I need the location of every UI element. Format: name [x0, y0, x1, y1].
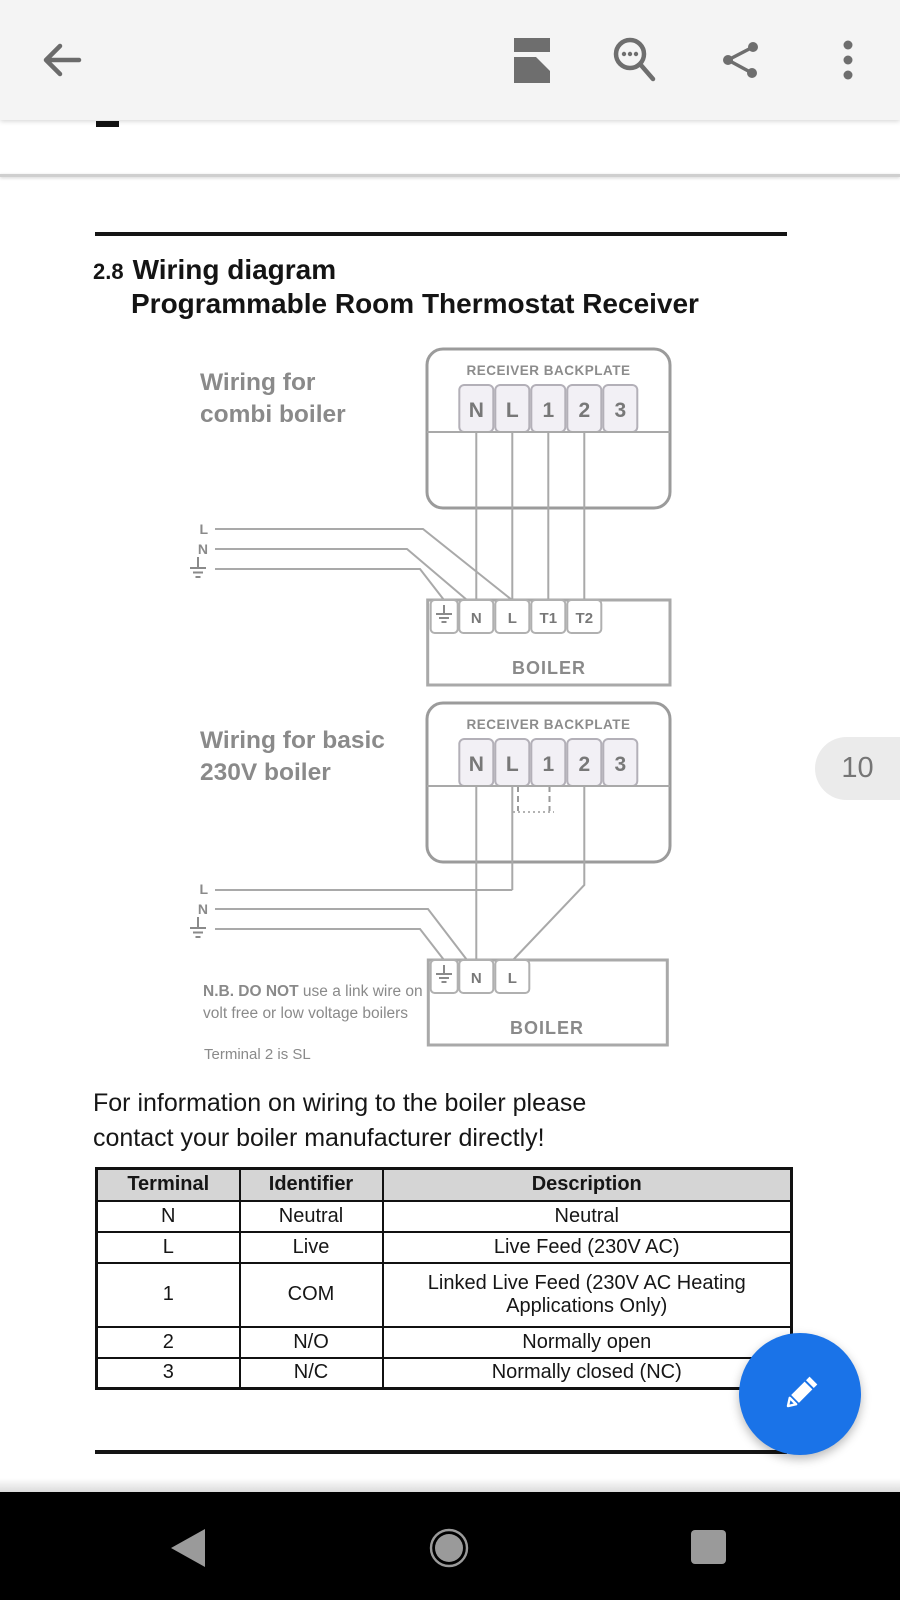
android-navbar	[0, 1492, 900, 1600]
svg-text:3: 3	[614, 399, 626, 422]
edit-fab-button[interactable]	[739, 1333, 861, 1455]
svg-text:T2: T2	[576, 610, 594, 627]
app-toolbar	[0, 0, 900, 120]
diagram-label: 230V boiler	[200, 759, 331, 786]
nav-home-icon[interactable]	[429, 1528, 469, 1568]
page-separator	[0, 174, 900, 177]
table-header-row: Terminal Identifier Description	[95, 1167, 793, 1202]
backplate-terminals: N L 1 2 3	[458, 384, 639, 433]
section-subtitle: Programmable Room Thermostat Receiver	[131, 288, 699, 319]
svg-text:L: L	[506, 399, 519, 422]
mains-neutral-label: N	[198, 901, 208, 917]
wiring-diagram-figure: Wiring for combi boiler RECEIVER BACKPLA…	[190, 347, 672, 1047]
wires	[215, 785, 670, 961]
boiler-label: BOILER	[510, 1018, 584, 1038]
svg-text:1: 1	[542, 753, 554, 776]
find-in-page-icon[interactable]	[610, 36, 658, 84]
section-title: Wiring diagram	[132, 254, 337, 285]
table-row: 3 N/C Normally closed (NC)	[95, 1356, 793, 1390]
boiler-terminals: N L	[429, 959, 531, 994]
backplate-title: RECEIVER BACKPLATE	[466, 363, 630, 378]
page-content-fragment	[96, 121, 119, 127]
share-icon[interactable]	[720, 40, 760, 80]
svg-text:N: N	[469, 399, 484, 422]
boiler-terminals: N L T1 T2	[429, 599, 603, 634]
diagram-combi-boiler: Wiring for combi boiler RECEIVER BACKPLA…	[190, 347, 672, 687]
section-heading: 2.8 Wiring diagram	[93, 254, 336, 286]
table-row: N Neutral Neutral	[95, 1199, 793, 1233]
table-row: 2 N/O Normally open	[95, 1325, 793, 1359]
earth-icon	[436, 605, 452, 623]
earth-icon	[190, 557, 206, 578]
table-row: 1 COM Linked Live Feed (230V AC Heating …	[95, 1261, 793, 1328]
earth-icon	[190, 917, 206, 938]
mains-live-label: L	[199, 881, 208, 897]
table-row: L Live Live Feed (230V AC)	[95, 1230, 793, 1264]
terminal-table: Terminal Identifier Description N Neutra…	[95, 1167, 793, 1390]
boiler-label: BOILER	[512, 658, 586, 678]
pencil-icon	[786, 1376, 818, 1408]
diagram-label: Wiring for	[200, 369, 316, 396]
mains-neutral-label: N	[198, 541, 208, 557]
mains-live-label: L	[199, 521, 208, 537]
nav-back-icon[interactable]	[171, 1529, 205, 1567]
nav-recents-icon[interactable]	[691, 1530, 726, 1564]
section-number: 2.8	[93, 259, 124, 284]
section-rule-bottom	[95, 1450, 787, 1454]
earth-icon	[436, 965, 452, 983]
navbar-shadow	[0, 1478, 900, 1492]
boiler-info-paragraph: For information on wiring to the boiler …	[93, 1089, 587, 1152]
svg-text:L: L	[508, 970, 517, 987]
svg-text:N: N	[471, 610, 482, 627]
svg-text:3: 3	[614, 753, 626, 776]
svg-text:N: N	[471, 970, 482, 987]
page-number-badge: 10	[815, 737, 900, 800]
diagram-label: combi boiler	[200, 401, 346, 428]
backplate-terminals: N L 1 2 3	[458, 738, 639, 787]
svg-text:1: 1	[542, 399, 554, 422]
diagram-basic-boiler: Wiring for basic 230V boiler RECEIVER BA…	[190, 701, 672, 1047]
svg-text:N: N	[469, 753, 484, 776]
diagram-label: Wiring for basic	[200, 727, 385, 754]
svg-text:T1: T1	[540, 610, 558, 627]
link-wire-warning: N.B. DO NOT use a link wire on volt free…	[203, 983, 423, 1022]
page-layout-icon[interactable]	[514, 38, 550, 83]
svg-text:L: L	[508, 610, 517, 627]
link-wire-dashed	[513, 786, 554, 813]
overflow-menu-icon[interactable]	[842, 38, 854, 82]
backplate-title: RECEIVER BACKPLATE	[466, 717, 630, 732]
svg-text:2: 2	[578, 753, 590, 776]
terminal2-note: Terminal 2 is SL	[204, 1046, 311, 1063]
svg-text:L: L	[506, 753, 519, 776]
svg-text:2: 2	[578, 399, 590, 422]
wires	[215, 431, 670, 601]
section-rule-top	[95, 232, 787, 236]
back-arrow-icon[interactable]	[39, 38, 83, 82]
